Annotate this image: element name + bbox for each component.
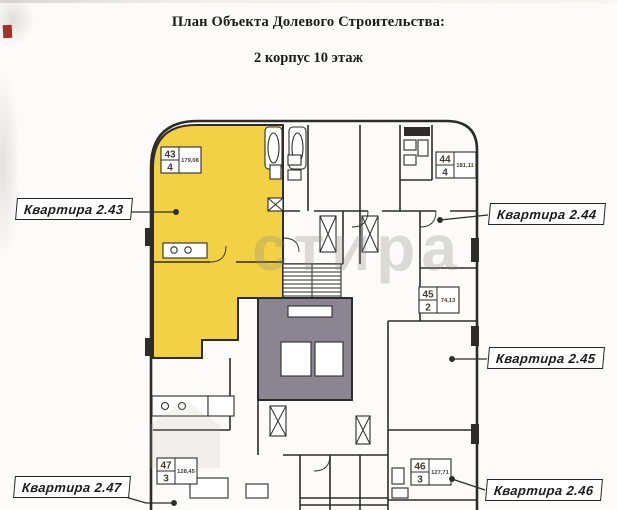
callout-apartment-245: Квартира 2.45 <box>487 347 605 369</box>
svg-text:3: 3 <box>417 475 423 486</box>
leader-245 <box>449 356 487 362</box>
sink-icon <box>391 467 405 485</box>
elevator-cabin <box>280 341 312 377</box>
svg-text:45: 45 <box>422 290 434 301</box>
apartment-243-highlight <box>152 124 284 359</box>
vent-shaft <box>319 215 337 253</box>
unit-label-47: 47 3 128,45 <box>156 457 198 485</box>
svg-text:179,08: 179,08 <box>181 158 200 164</box>
svg-text:127,71: 127,71 <box>431 470 450 476</box>
svg-text:4: 4 <box>167 163 173 174</box>
toilet-icon <box>269 164 282 180</box>
vent-shaft <box>269 405 287 437</box>
svg-text:128,45: 128,45 <box>177 469 196 475</box>
svg-text:74,13: 74,13 <box>441 298 456 304</box>
kitchen-counter-icon <box>162 242 208 259</box>
wall-piers <box>145 127 479 444</box>
callout-apartment-246: Квартира 2.46 <box>485 479 603 501</box>
vent-shaft <box>355 415 371 445</box>
svg-text:46: 46 <box>414 462 426 473</box>
svg-text:4: 4 <box>442 168 448 179</box>
svg-text:44: 44 <box>439 155 451 166</box>
scan-edge-artifact <box>0 0 617 3</box>
watermark-text: стира <box>252 212 463 284</box>
callout-apartment-243: Квартира 2.43 <box>15 198 133 220</box>
svg-text:47: 47 <box>160 461 172 472</box>
vent-shaft <box>267 197 284 212</box>
callout-apartment-244: Квартира 2.44 <box>488 203 606 225</box>
interior-walls <box>153 125 477 510</box>
callout-apartment-247: Квартира 2.47 <box>13 476 131 498</box>
furniture-icon <box>245 483 269 499</box>
unit-label-46: 46 3 127,71 <box>410 458 452 486</box>
watermark-house <box>150 400 220 468</box>
svg-text:2: 2 <box>425 303 431 314</box>
unit-label-44: 44 4 181,11 <box>435 151 477 179</box>
unit-label-43: 43 4 179,08 <box>160 146 202 174</box>
plan-subtitle: 2 корпус 10 этаж <box>253 50 364 66</box>
svg-text:3: 3 <box>163 474 169 485</box>
toilet-icon <box>417 139 429 157</box>
sink-icon <box>287 169 302 181</box>
kitchen-counter-icon <box>151 395 235 417</box>
leader-246 <box>449 476 486 491</box>
toilet-icon <box>391 487 409 499</box>
elevator-core <box>257 297 353 401</box>
scan-smudge <box>0 70 20 260</box>
svg-text:181,11: 181,11 <box>456 163 474 169</box>
svg-text:43: 43 <box>164 150 176 161</box>
vent-shafts <box>267 197 379 445</box>
plan-title: План Объекта Долевого Строительства: <box>171 14 446 30</box>
unit-label-45: 45 2 74,13 <box>418 286 460 314</box>
furniture-icon <box>189 477 229 499</box>
elevator-cabin <box>314 341 344 377</box>
bathtub-icon <box>264 126 283 170</box>
building-outline <box>149 119 479 510</box>
sink-icon <box>287 154 302 166</box>
stairs <box>282 263 342 299</box>
sink-icon <box>403 139 417 151</box>
leader-244 <box>437 214 489 223</box>
sink-icon <box>403 154 417 166</box>
bathroom-fixtures <box>151 126 429 499</box>
